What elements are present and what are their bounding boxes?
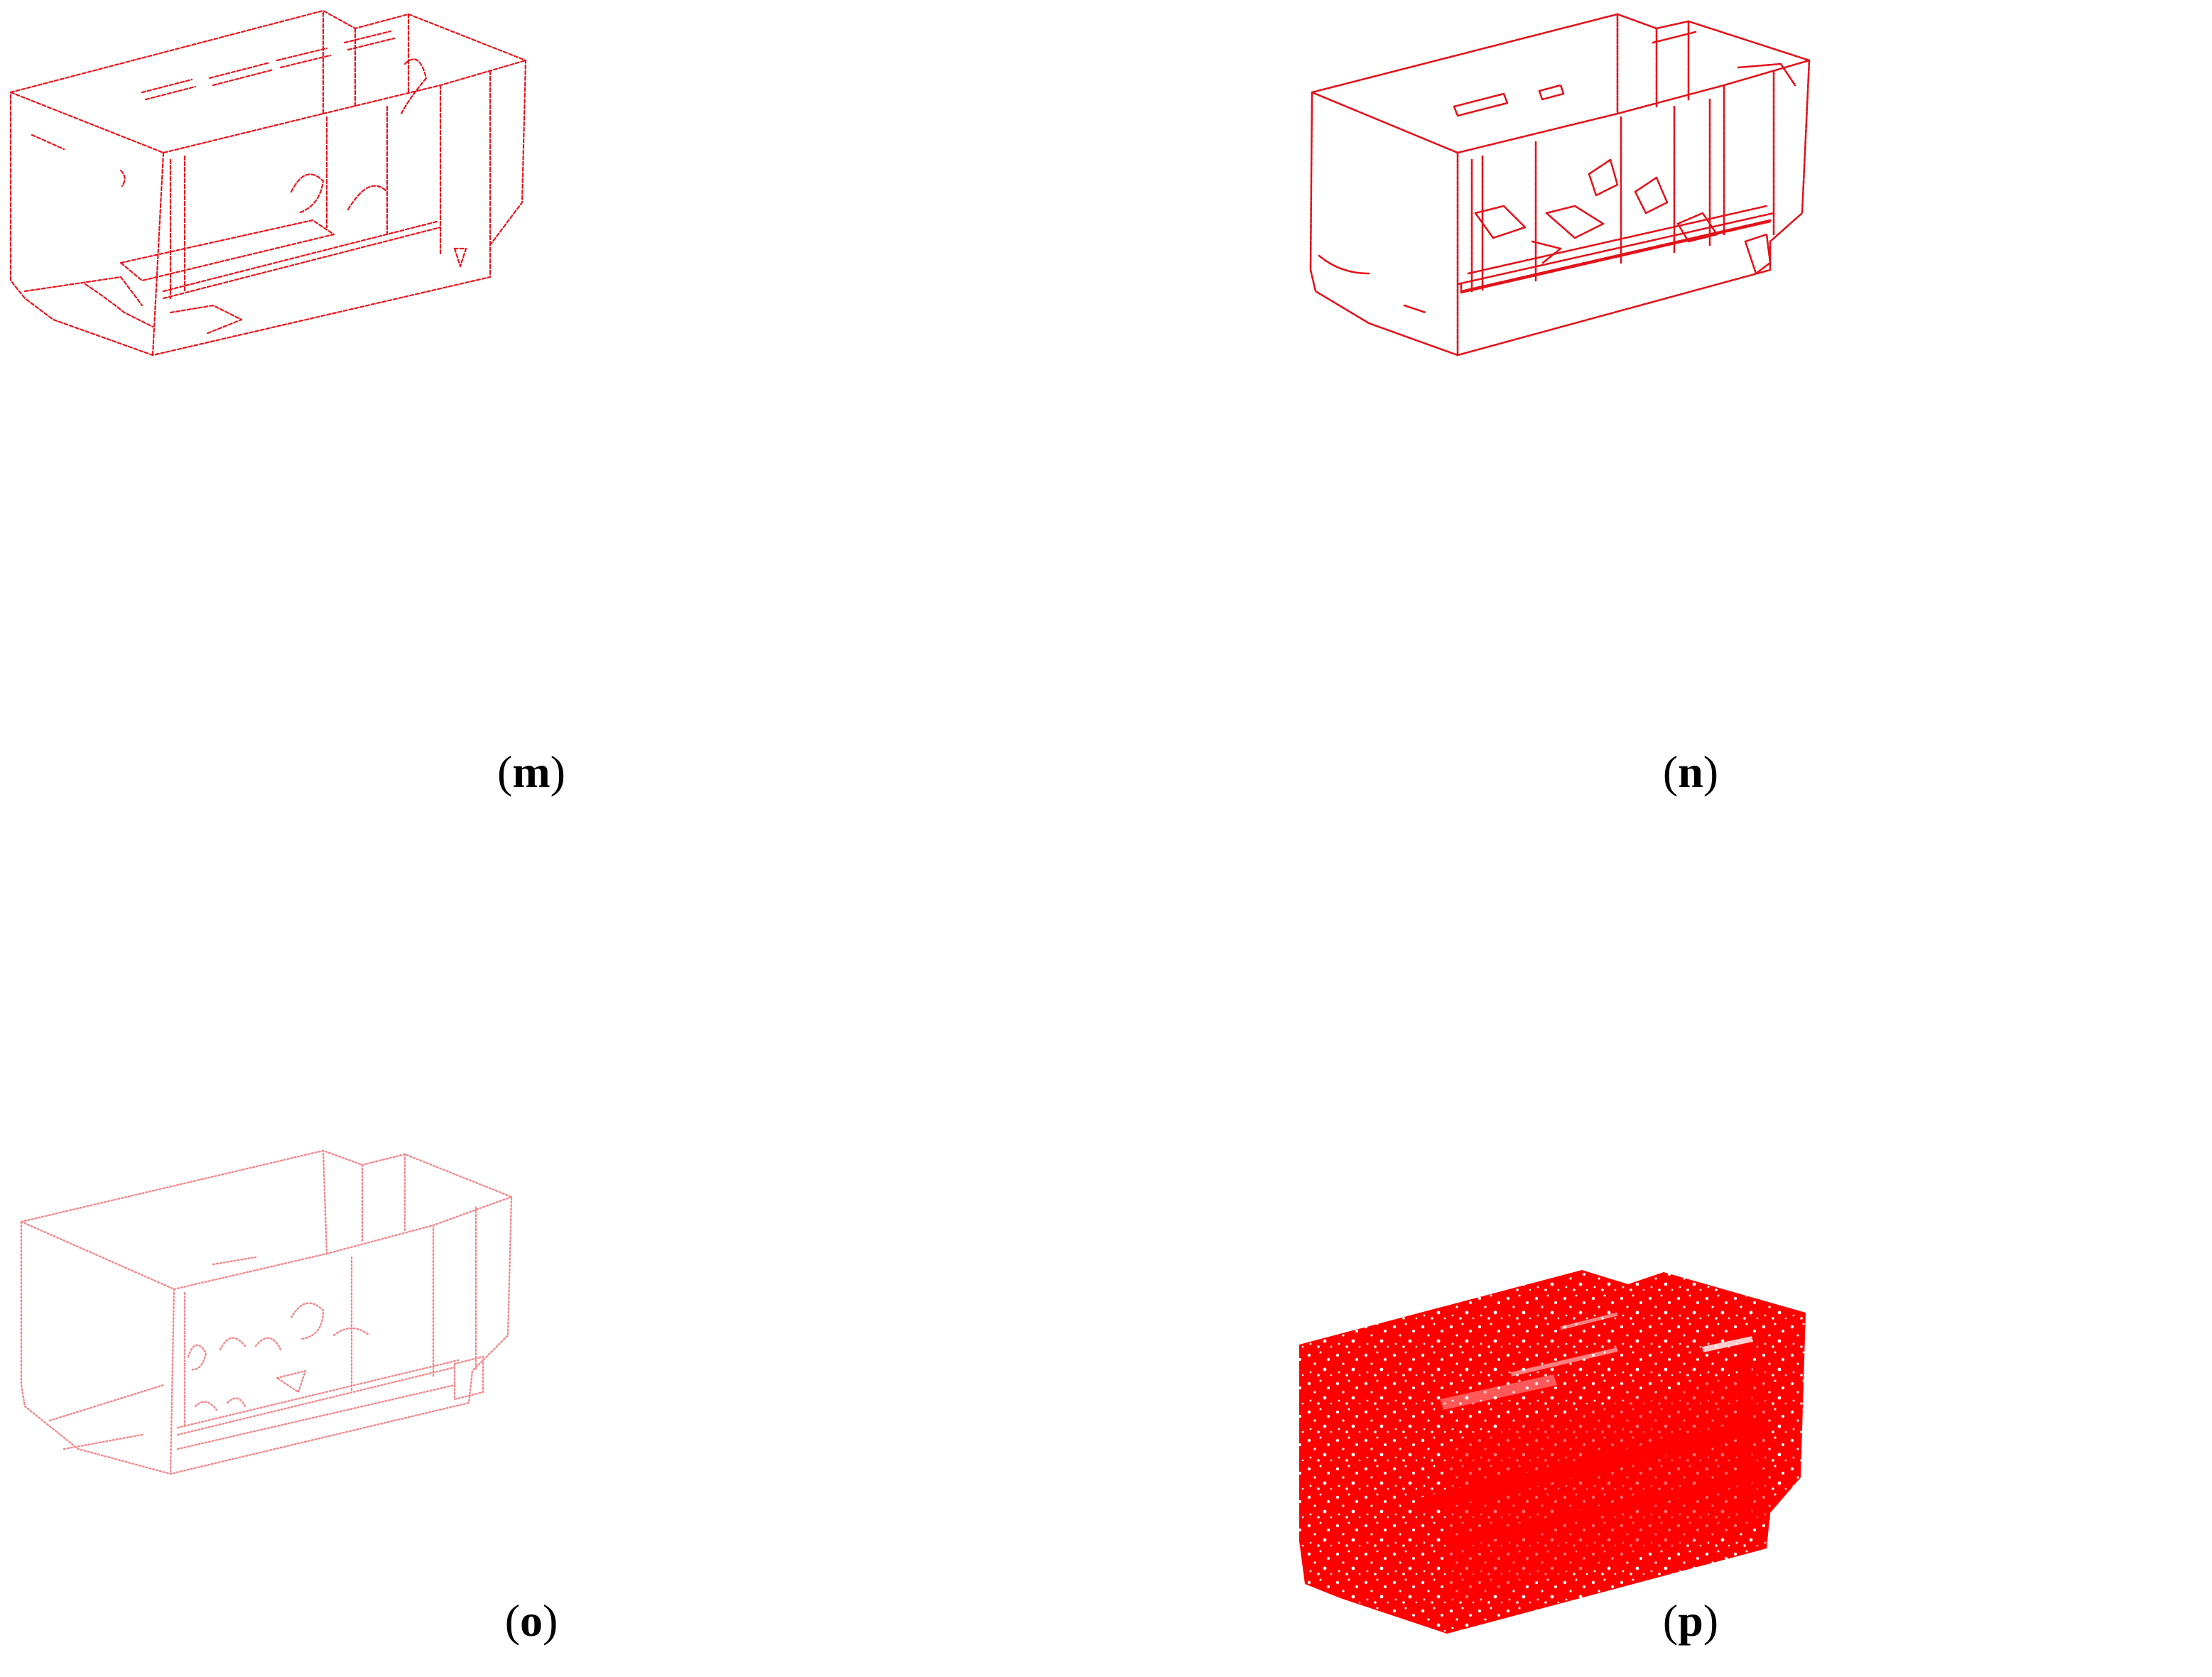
point-cloud-o <box>20 1149 513 1475</box>
caption-n: (n) <box>1662 747 1719 797</box>
caption-o-text: (o) <box>504 1595 558 1646</box>
caption-p-letter: p <box>1678 1595 1703 1646</box>
panel-m: (m) <box>0 0 1106 838</box>
caption-p: (p) <box>1662 1595 1719 1646</box>
point-cloud-m <box>9 9 527 357</box>
panel-n: (n) <box>1106 0 2212 838</box>
dense-cloud-body <box>1299 1270 1806 1634</box>
caption-m-letter: m <box>512 747 551 797</box>
panel-o: (o) <box>0 838 1106 1677</box>
point-cloud-n <box>1309 13 1811 357</box>
point-cloud-p <box>1299 1270 1806 1634</box>
panel-p: (p) <box>1106 838 2212 1677</box>
caption-m: (m) <box>497 747 565 797</box>
caption-o-letter: o <box>520 1595 543 1646</box>
caption-n-letter: n <box>1678 747 1703 797</box>
